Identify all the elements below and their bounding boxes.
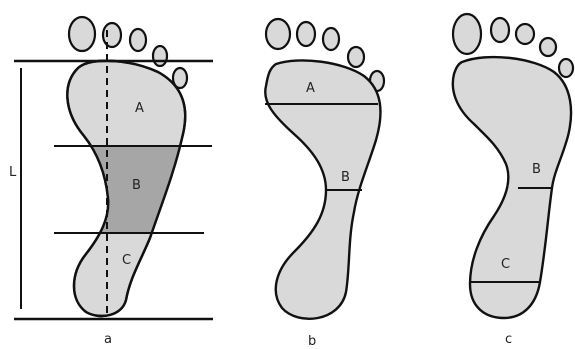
panel-c-footprint [453,57,571,318]
toe-2 [491,18,509,42]
toe-4 [153,46,167,66]
panel-b-region-a: A [306,81,315,96]
panel-a-length-label: L [9,165,17,180]
toe-3 [323,28,339,50]
panel-b-footprint [265,60,380,318]
panel-b-region-b: B [341,170,350,185]
panel-b-caption: b [308,334,316,349]
panel-b: A B b [265,19,384,349]
toe-2 [103,23,121,47]
panel-a-midfoot-region [40,146,220,233]
toe-1 [69,17,95,51]
panel-a-caption: a [104,332,112,347]
panel-a-region-a: A [135,101,144,116]
panel-c-caption: c [505,332,512,347]
toe-4 [540,38,556,56]
panel-c: B C c [453,14,573,347]
panel-c-region-c: C [501,257,510,272]
toe-1 [453,14,481,54]
toe-5 [559,59,573,77]
toe-4 [348,47,364,67]
toe-1 [266,19,290,49]
panel-a-region-c: C [122,253,131,268]
toe-3 [516,24,534,44]
toe-2 [297,22,315,46]
toe-3 [130,29,146,51]
panel-c-region-b: B [532,162,541,177]
panel-a-region-b: B [132,178,141,193]
panel-a: L A B C a [9,17,220,347]
